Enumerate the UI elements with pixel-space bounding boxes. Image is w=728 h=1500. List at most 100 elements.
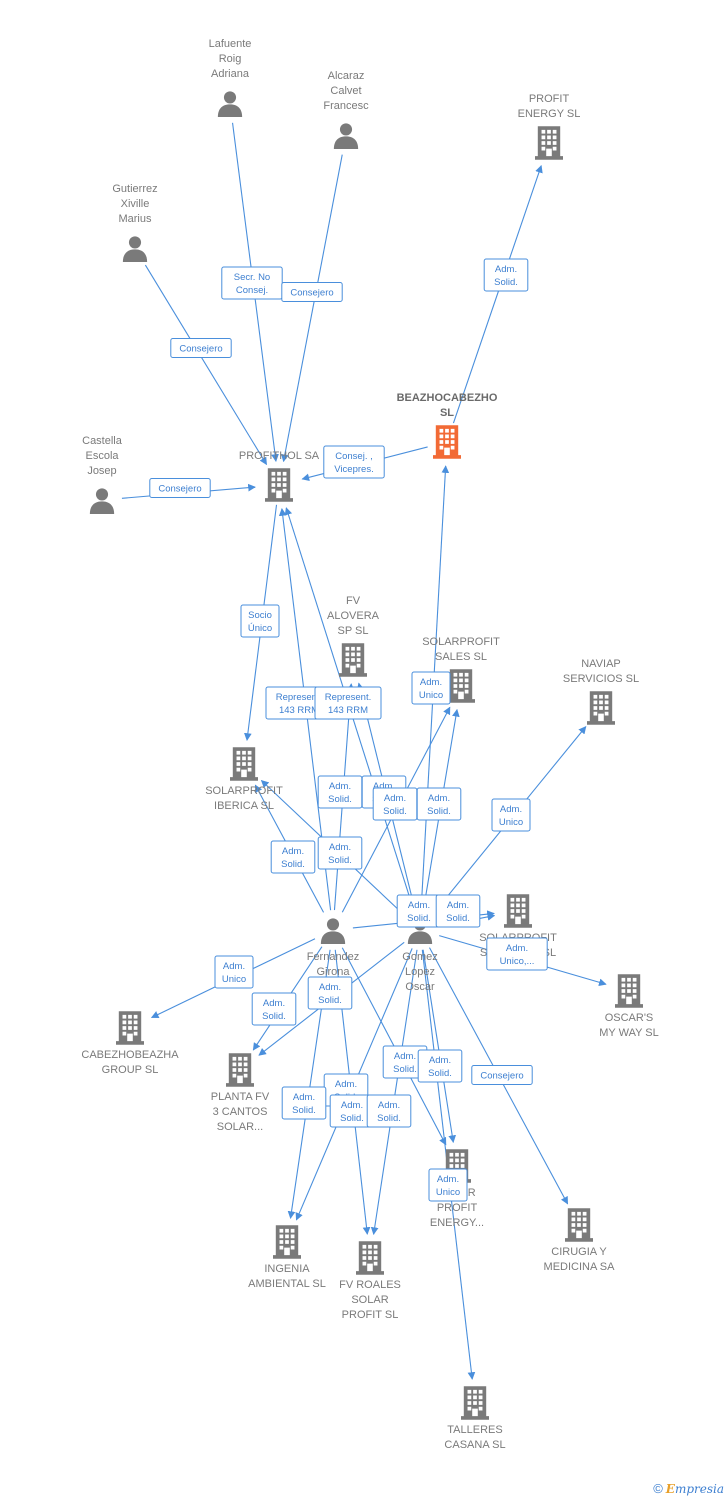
edge-label-box <box>372 787 418 821</box>
node-label: Adriana <box>211 68 250 80</box>
node-label: FV <box>346 595 361 607</box>
edge-label[interactable]: Adm. Solid. <box>329 1094 375 1128</box>
edge-label-box <box>281 282 343 302</box>
edge-label-text: Solid. <box>262 1011 286 1022</box>
edge-label[interactable]: Adm.Solid. <box>307 976 353 1010</box>
building-icon <box>273 1225 301 1259</box>
edge-label[interactable]: Adm.Solid. <box>435 894 481 928</box>
edge-label[interactable]: Adm.Solid. <box>396 894 442 928</box>
edge-gutierrez-to-profithol <box>144 264 268 466</box>
edge-label[interactable]: Adm.Solid. <box>382 1045 428 1079</box>
node-label: CABEZHOBEAZHA <box>81 1049 179 1061</box>
node-profithol[interactable]: PROFITHOL SA <box>239 450 320 502</box>
edge-label-text: Solid. <box>407 913 431 924</box>
node-label: SP SL <box>338 625 369 637</box>
node-label: BEAZHOCABEZHO <box>397 392 498 404</box>
edge-label-text: Adm. <box>223 961 245 972</box>
edge-alcaraz-to-profithol <box>281 154 343 463</box>
node-planta_fv[interactable]: PLANTA FV3 CANTOSSOLAR... <box>211 1053 270 1133</box>
edge-label[interactable]: Adm.Solid. <box>317 836 363 870</box>
node-oscars[interactable]: OSCAR'SMY WAY SL <box>599 974 659 1039</box>
node-label: CASANA SL <box>444 1439 505 1451</box>
edge-label-text: Adm. <box>447 900 469 911</box>
edge-label-text: Solid. <box>494 277 518 288</box>
edge-label[interactable]: Adm.Solid. <box>317 775 363 809</box>
edge-label[interactable]: Adm. Unico,... <box>486 937 548 971</box>
edge-label-box <box>314 686 382 720</box>
edge-label-text: Adm. <box>506 943 528 954</box>
edge-label[interactable]: Represent.143 RRM <box>314 686 382 720</box>
node-label: Oscar <box>405 981 435 993</box>
node-label: IBERICA SL <box>214 800 274 812</box>
edge-label-text: Adm. <box>500 804 522 815</box>
building-icon <box>447 669 475 703</box>
edge-label-text: Adm. <box>329 781 351 792</box>
edge-label[interactable]: Consejero <box>170 338 232 358</box>
building-icon <box>116 1011 144 1045</box>
edge-label-text: Represent. <box>325 692 371 703</box>
edge-label-text: Adm. <box>263 998 285 1009</box>
edge-label[interactable]: Adm.Solid. <box>281 1086 327 1120</box>
node-solarprofit_iberica[interactable]: SOLARPROFIT IBERICA SL <box>205 747 283 812</box>
edge-label[interactable]: Adm.Unico <box>491 798 531 832</box>
edge-label-text: Adm. <box>341 1100 363 1111</box>
edge-label[interactable]: Adm. Solid. <box>270 840 316 874</box>
node-label: CIRUGIA Y <box>551 1246 607 1258</box>
edge-label[interactable]: Adm.Solid. <box>372 787 418 821</box>
edge-label-text: Unico <box>436 1187 460 1198</box>
edge-label-text: Solid. <box>281 859 305 870</box>
edge-label[interactable]: Adm. Unico <box>428 1168 468 1202</box>
edge-label[interactable]: Adm.Solid. <box>366 1094 412 1128</box>
edge-label[interactable]: Consejero <box>149 478 211 498</box>
node-label: Calvet <box>330 85 361 97</box>
building-icon <box>433 425 461 459</box>
edge-label[interactable]: Adm.Unico <box>411 671 451 705</box>
edge-label[interactable]: Adm. Solid. <box>251 992 297 1026</box>
edge-label[interactable]: Adm.Solid. <box>416 787 462 821</box>
edge-label[interactable]: Consejero <box>281 282 343 302</box>
node-label: SERVICIOS SL <box>563 673 639 685</box>
edge-label[interactable]: Adm.Solid. <box>483 258 529 292</box>
edge-label[interactable]: Consejero <box>471 1065 533 1085</box>
node-label: ENERGY SL <box>518 108 581 120</box>
edge-label-text: Solid. <box>292 1105 316 1116</box>
node-label: Francesc <box>323 100 369 112</box>
edge-label-text: Solid. <box>340 1113 364 1124</box>
edge-label-box <box>170 338 232 358</box>
building-icon <box>339 643 367 677</box>
edge-label-text: Unico,... <box>500 956 535 967</box>
edge-label-text: Secr. No <box>234 272 270 283</box>
edge-label-text: Adm. <box>429 1055 451 1066</box>
node-label: SOLARPROFIT <box>205 785 283 797</box>
edge-label-text: Adm. <box>437 1174 459 1185</box>
edge-label[interactable]: Adm.Solid. <box>417 1049 463 1083</box>
node-label: Gomez <box>402 951 437 963</box>
edge-label-text: Unico <box>419 690 443 701</box>
node-label: 3 CANTOS <box>213 1106 268 1118</box>
edge-label[interactable]: Adm.Unico <box>214 955 254 989</box>
edge-label-text: Adm. <box>282 846 304 857</box>
edge-label-text: 143 RRM <box>279 705 319 716</box>
empresia-logo[interactable]: Empresia <box>666 1482 724 1496</box>
node-label: Fernandez <box>307 951 360 963</box>
edge-label[interactable]: Consej. ,Vicepres. <box>323 445 385 479</box>
building-icon <box>587 691 615 725</box>
